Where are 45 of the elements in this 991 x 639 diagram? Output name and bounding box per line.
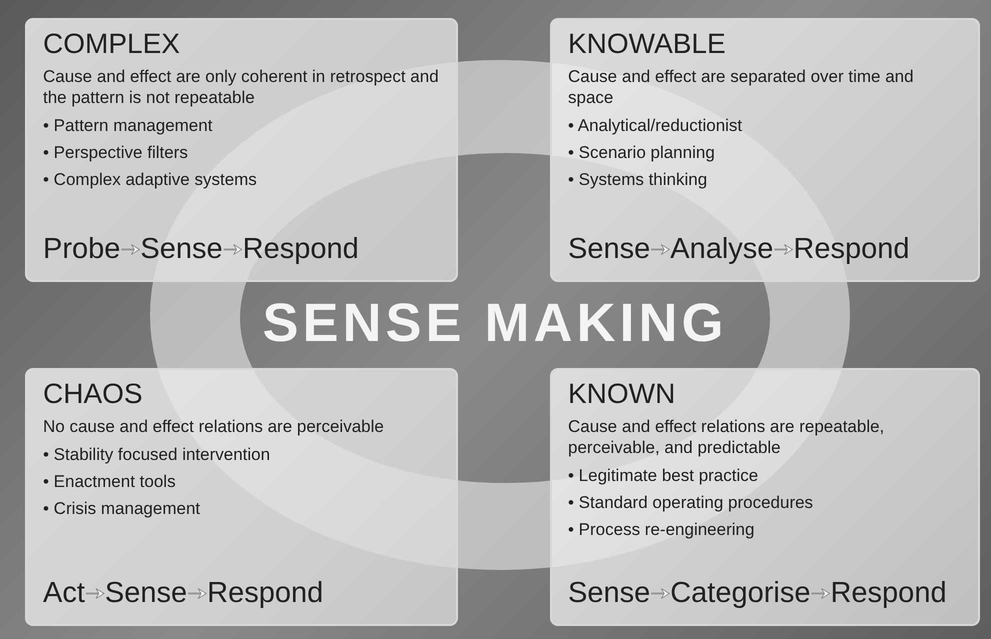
arrow <box>224 244 242 255</box>
bullet-item: • Standard operating procedures <box>568 492 814 514</box>
action-step: Probe <box>43 233 120 266</box>
description-text: Cause and effect are only coherent in retrospect and the pattern is not repeatable <box>43 66 440 108</box>
action-step: Respond <box>793 233 910 266</box>
bullet-item: • Stability focused intervention <box>43 444 272 466</box>
description-text: No cause and effect relations are perceivable <box>43 416 385 437</box>
action-step: Sense <box>140 233 223 266</box>
bullet-item: • Process re-engineering <box>568 519 756 541</box>
bullet-item: • Perspective filters <box>43 142 189 164</box>
domain-panel <box>550 368 980 626</box>
bullet-item: • Systems thinking <box>568 169 708 191</box>
action-step: Respond <box>207 577 324 610</box>
action-step: Act <box>43 577 85 610</box>
action-step: Categorise <box>670 577 810 610</box>
action-step: Sense <box>568 233 650 266</box>
arrow <box>651 588 670 599</box>
bullet-item: • Enactment tools <box>43 471 177 493</box>
bullet-item: • Legitimate best practice <box>568 465 760 487</box>
arrow <box>774 244 793 255</box>
action-step: Respond <box>242 233 359 266</box>
arrow <box>811 588 830 599</box>
bullet-item: • Scenario planning <box>568 142 716 164</box>
domain-panel <box>25 18 458 282</box>
action-step: Sense <box>104 577 188 610</box>
action-step: Sense <box>568 577 650 610</box>
domain-panel <box>25 368 458 626</box>
bullet-item: • Complex adaptive systems <box>43 169 258 191</box>
panel-heading: COMPLEX <box>43 28 181 60</box>
arrow <box>121 244 140 255</box>
panel-heading: KNOWN <box>568 378 676 410</box>
bullet-item: • Pattern management <box>43 115 214 137</box>
action-step: Analyse <box>670 233 774 266</box>
arrow <box>86 588 104 599</box>
panel-heading: CHAOS <box>43 378 144 410</box>
arrow <box>651 244 670 255</box>
bullet-item: • Crisis management <box>43 498 202 520</box>
bullet-item: • Analytical/reductionist <box>568 115 744 137</box>
watermark-text: SENSE MAKING <box>261 292 729 355</box>
arrow <box>188 588 207 599</box>
description-text: Cause and effect relations are repeatable, perceivable, and predictable <box>568 416 886 458</box>
action-step: Respond <box>830 577 947 610</box>
panel-heading: KNOWABLE <box>568 28 727 60</box>
description-text: Cause and effect are separated over time and space <box>568 66 915 108</box>
domain-panel <box>550 18 980 282</box>
